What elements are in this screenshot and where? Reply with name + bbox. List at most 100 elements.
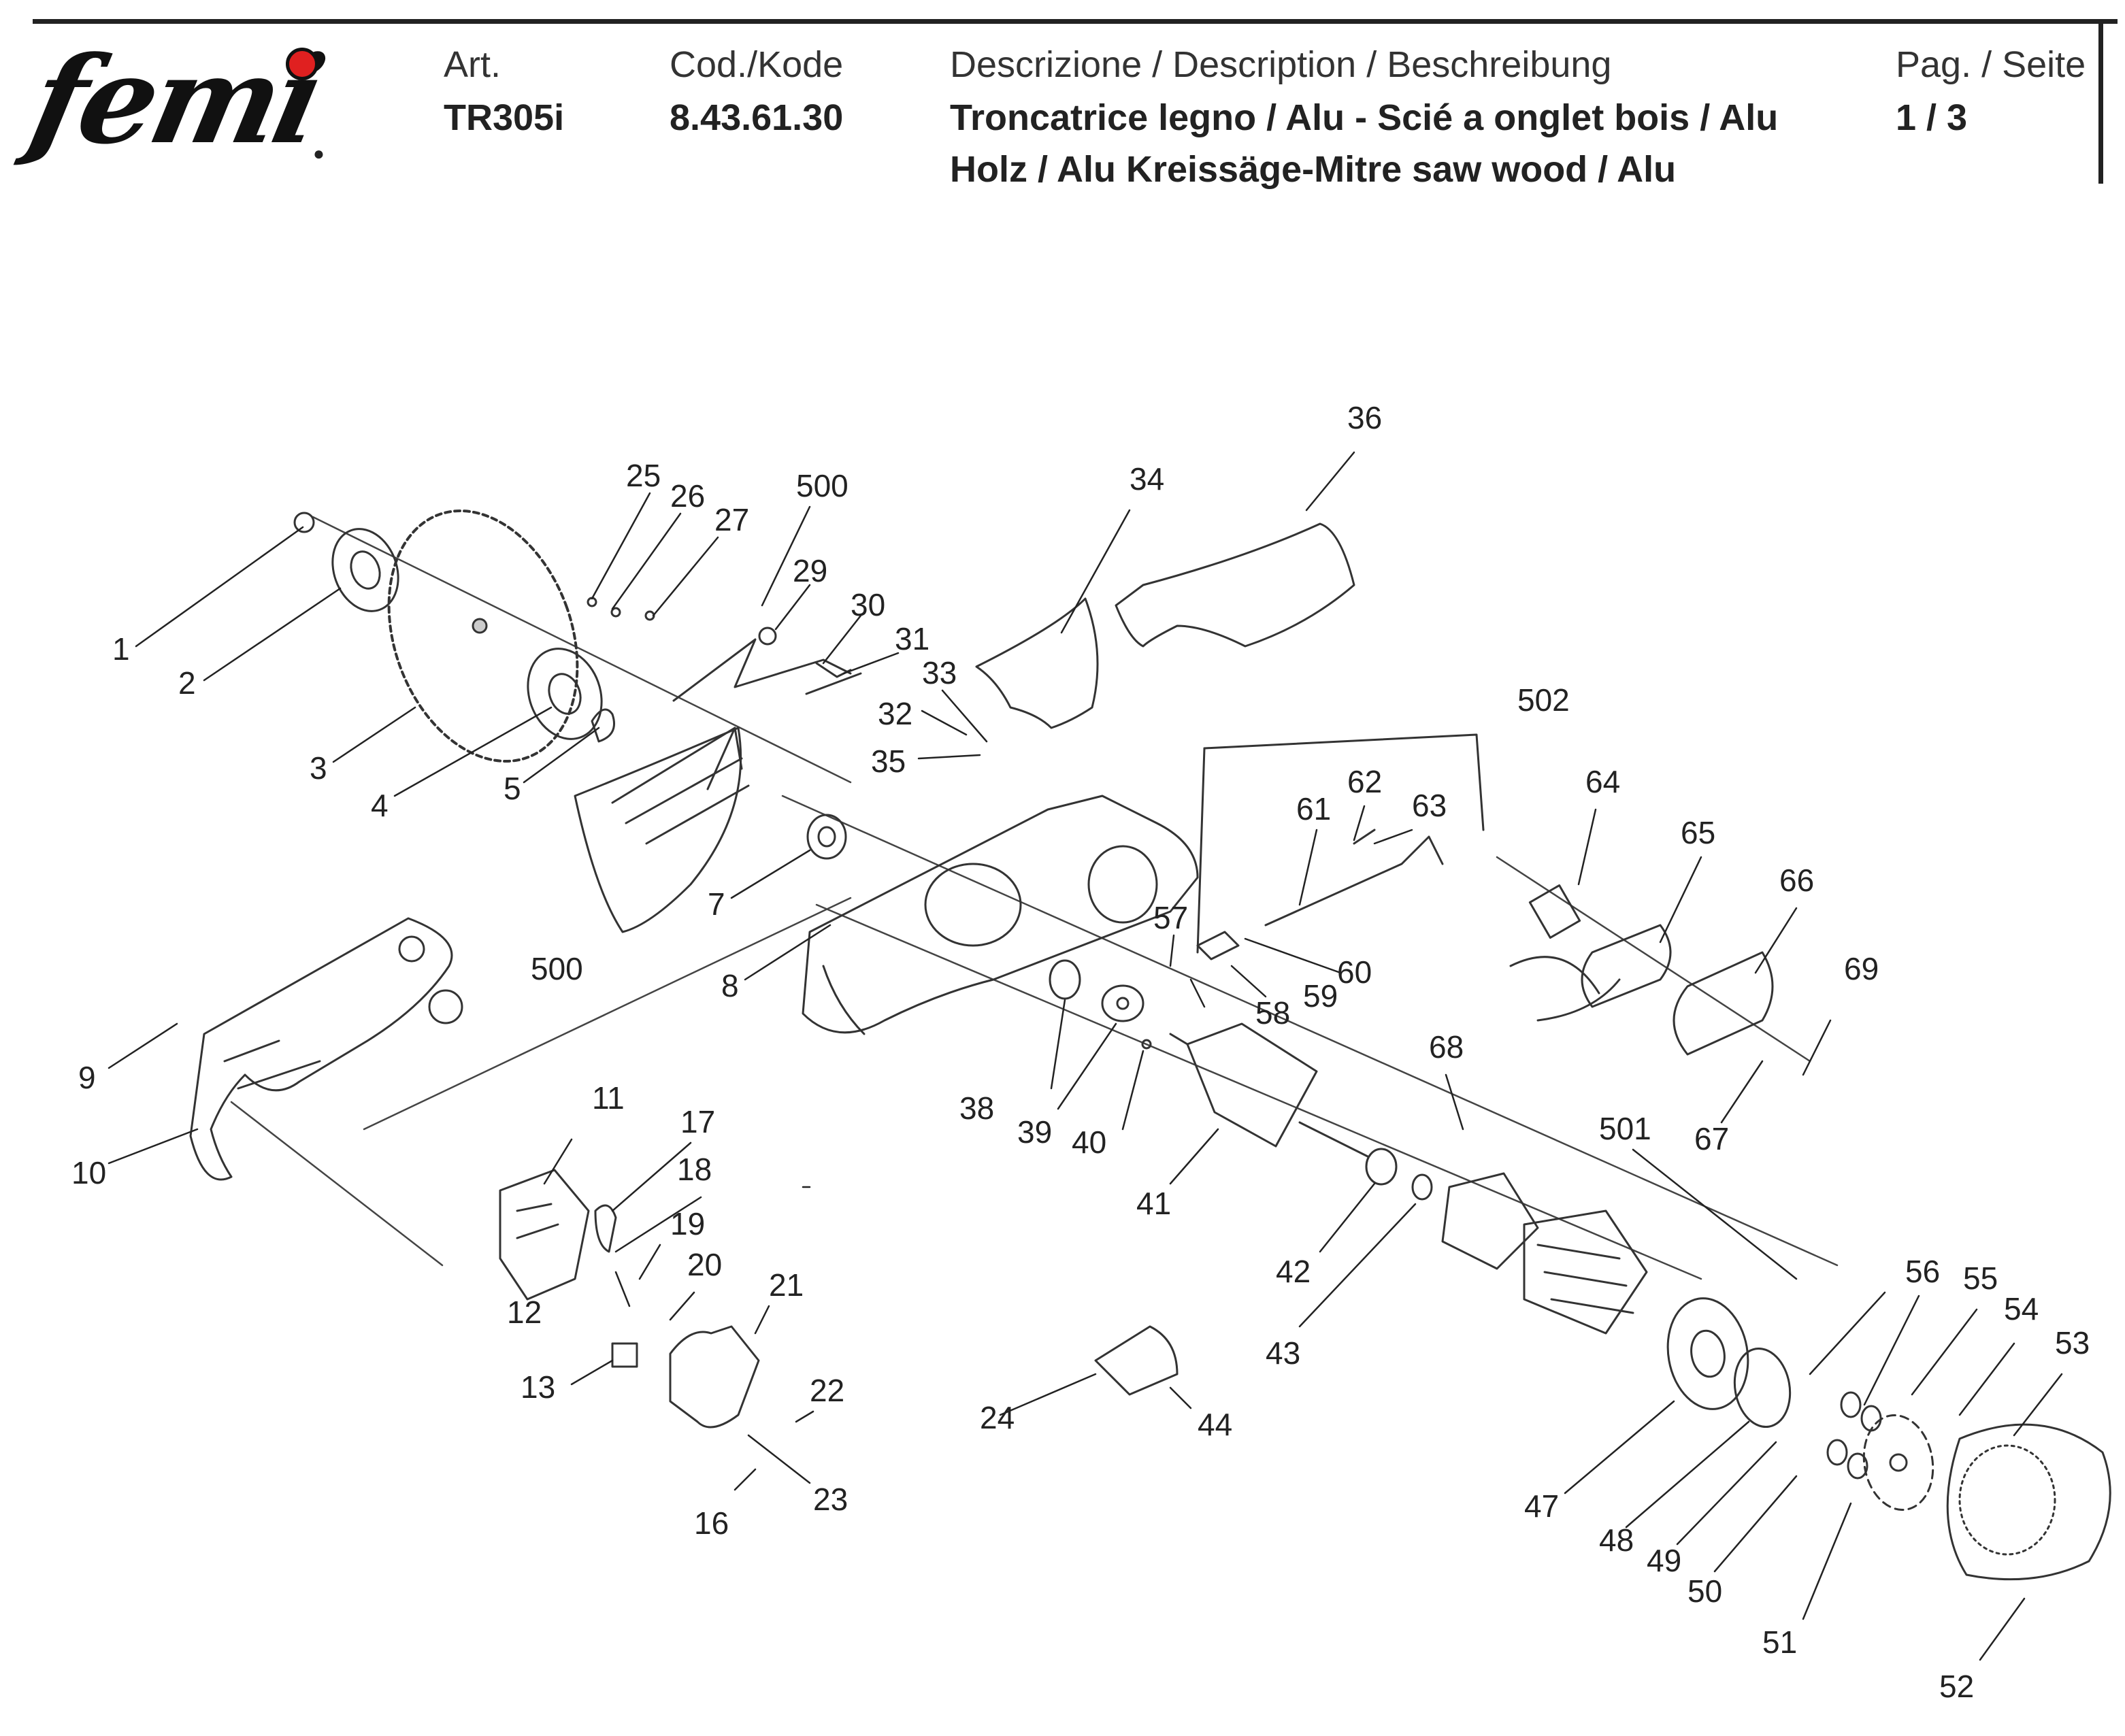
callout-47: 47 [1524,1488,1559,1524]
callout-502: 502 [1517,682,1570,718]
page-value: 1 / 3 [1896,97,1968,138]
callout-36: 36 [1347,400,1382,435]
logo-dot-icon [286,48,318,80]
callout-64: 64 [1585,764,1620,799]
callout-5: 5 [504,771,521,806]
description-line-1: Troncatrice legno / Alu - Scié a onglet … [950,97,1779,138]
capacitor-box-66 [1673,951,1774,1056]
callout-7: 7 [708,886,725,922]
callout-40: 40 [1072,1124,1106,1160]
callout-34: 34 [1130,461,1164,497]
capacitor-65 [1581,924,1672,1008]
callout-500-top: 500 [796,468,849,503]
header-right-rule [2098,19,2103,184]
fan-51 [1826,1391,1934,1511]
callout-62: 62 [1347,764,1382,799]
callout-33: 33 [922,655,957,690]
callout-66: 66 [1779,863,1814,898]
blade-guard [574,727,750,933]
callout-501: 501 [1599,1111,1651,1146]
handle-11 [499,1169,590,1301]
callout-32: 32 [878,696,912,731]
top-cover [975,522,1355,729]
callout-13: 13 [521,1369,555,1405]
logo-registered-icon: ● [313,143,325,164]
page-label: Pag. / Seite [1896,44,2086,85]
callout-41: 41 [1136,1186,1171,1221]
callout-20: 20 [687,1247,722,1282]
description-line-2: Holz / Alu Kreissäge-Mitre saw wood / Al… [950,149,1677,190]
switch-13 [611,1342,638,1368]
callout-21: 21 [769,1267,804,1303]
callout-48: 48 [1599,1522,1634,1558]
leader-lines [108,451,2063,1661]
lower-guard [189,917,463,1181]
trigger-17-18 [594,1204,617,1253]
callout-68: 68 [1429,1029,1464,1065]
motor-housing [802,795,1199,1035]
callout-44: 44 [1198,1407,1232,1442]
callout-labels: 1 2 3 4 5 7 8 9 10 11 12 13 16 17 18 19 … [71,400,2090,1704]
logo-text: femi [19,30,333,171]
cord-lines [1509,956,1621,1022]
art-label: Art. [444,44,501,85]
header: femi ● Art. TR305i Cod./Kode 8.43.61.30 … [0,0,2125,204]
callout-52: 52 [1939,1669,1974,1704]
bushing-7 [806,814,847,860]
fan-cover-53 [1946,1423,2111,1581]
callout-42: 42 [1276,1254,1311,1289]
callout-18: 18 [677,1152,712,1187]
callout-61: 61 [1296,791,1331,827]
callout-2: 2 [178,665,196,701]
art-value: TR305i [444,97,565,138]
bearing-38-39-40 [1049,959,1152,1050]
callout-35: 35 [871,744,906,779]
callout-43: 43 [1266,1335,1300,1371]
callout-55: 55 [1963,1261,1998,1296]
saw-blade-assembly [293,510,615,763]
callout-500-bottom: 500 [531,951,583,986]
callout-10: 10 [71,1155,106,1190]
header-top-rule [33,19,2118,24]
callout-31: 31 [895,621,929,656]
callout-50: 50 [1687,1573,1722,1609]
callout-67: 67 [1694,1121,1729,1156]
callout-69: 69 [1844,951,1879,986]
callout-19: 19 [670,1206,705,1241]
assembly-axis-lines [230,516,1839,1280]
callout-16: 16 [694,1505,729,1541]
switch-bracket-502 [1196,733,1485,961]
callout-39: 39 [1017,1114,1052,1150]
callout-51: 51 [1762,1624,1797,1660]
callout-60: 60 [1337,954,1372,990]
callout-49: 49 [1647,1543,1681,1578]
callout-4: 4 [371,788,389,823]
armature-41 [1169,1022,1433,1201]
callout-23: 23 [813,1482,848,1517]
callout-63: 63 [1412,788,1447,823]
callout-38: 38 [959,1090,994,1126]
callout-3: 3 [310,750,327,786]
callout-11: 11 [592,1080,625,1116]
callout-27: 27 [714,502,749,537]
callout-12: 12 [507,1295,542,1330]
callout-17: 17 [680,1104,715,1139]
callout-53: 53 [2055,1325,2090,1361]
bracket-24 [1094,1325,1179,1396]
callout-8: 8 [721,968,739,1003]
description-label: Descrizione / Description / Beschreibung [950,44,1612,85]
callout-1: 1 [112,631,130,667]
code-value: 8.43.61.30 [670,97,844,138]
callout-30: 30 [851,587,885,622]
stator-501 [1441,1172,1648,1335]
callout-29: 29 [793,553,827,588]
callout-56: 56 [1905,1254,1940,1289]
callout-25: 25 [626,458,661,493]
handle-21 [669,1325,760,1429]
callout-9: 9 [78,1060,96,1095]
code-label: Cod./Kode [670,44,844,85]
terminal-64 [1528,884,1581,939]
callout-26: 26 [670,478,705,514]
callout-24: 24 [980,1400,1015,1435]
callout-57: 57 [1153,900,1188,935]
